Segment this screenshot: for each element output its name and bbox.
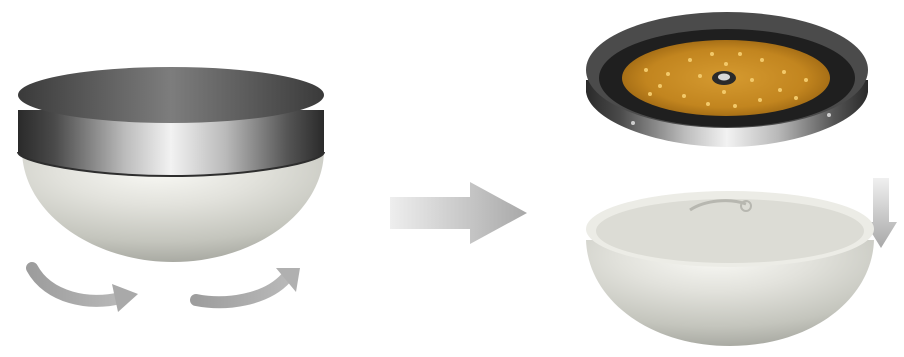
- rotation-arrow-left: [32, 268, 138, 312]
- housing-screw: [631, 121, 635, 125]
- transition-arrow-right: [390, 182, 527, 244]
- dome-lip-inner: [596, 199, 864, 263]
- right-dome-diffuser: [586, 191, 874, 346]
- left-rim-top: [18, 67, 324, 123]
- housing-screw: [827, 113, 831, 117]
- center-hub-screw: [718, 74, 730, 81]
- rotation-arrows: [32, 268, 300, 312]
- left-fixture: [18, 67, 324, 262]
- right-top-housing: [586, 12, 868, 147]
- rotation-arrow-right: [196, 268, 300, 302]
